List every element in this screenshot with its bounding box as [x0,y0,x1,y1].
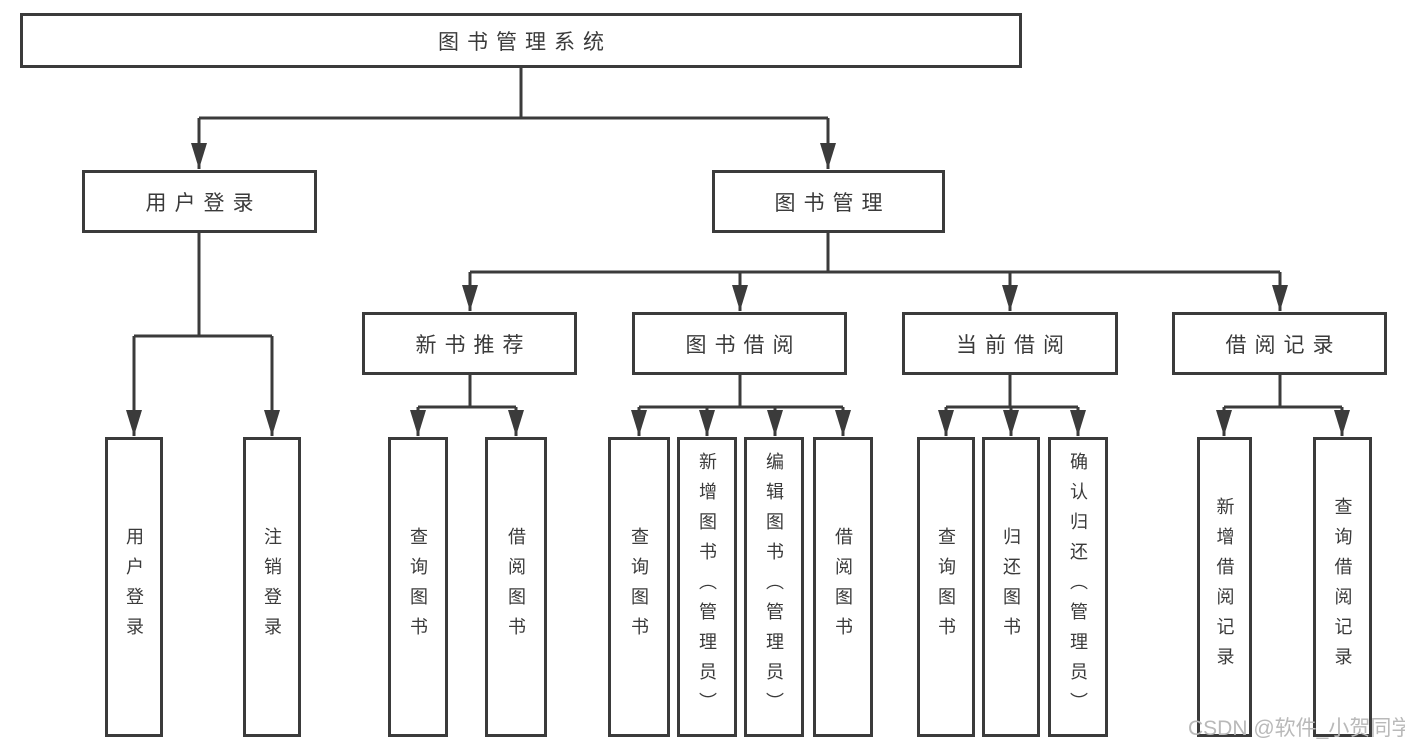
leaf-edit-books-admin: 编辑图书（管理员） [744,437,804,737]
watermark: CSDN @软件_小贺同学 [1188,717,1405,740]
leaf-add-books-admin: 新增图书（管理员） [677,437,737,737]
node-book-borrowing: 图书借阅 [632,312,847,375]
leaf-user-login: 用户登录 [105,437,163,737]
leaf-confirm-return-admin: 确认归还（管理员） [1048,437,1108,737]
leaf-query-books-borrow: 查询图书 [608,437,670,737]
leaf-add-borrow-record: 新增借阅记录 [1197,437,1252,737]
leaf-borrow-books: 借阅图书 [813,437,873,737]
leaf-query-borrow-record: 查询借阅记录 [1313,437,1372,737]
node-current-borrowing: 当前借阅 [902,312,1118,375]
node-user-login: 用户登录 [82,170,317,233]
node-new-book-recommendation: 新书推荐 [362,312,577,375]
node-book-management: 图书管理 [712,170,945,233]
node-library-system: 图书管理系统 [20,13,1022,68]
leaf-logout: 注销登录 [243,437,301,737]
leaf-query-books-current: 查询图书 [917,437,975,737]
leaf-return-books: 归还图书 [982,437,1040,737]
node-borrowing-records: 借阅记录 [1172,312,1387,375]
leaf-query-books-recommend: 查询图书 [388,437,448,737]
leaf-borrow-books-recommend: 借阅图书 [485,437,547,737]
